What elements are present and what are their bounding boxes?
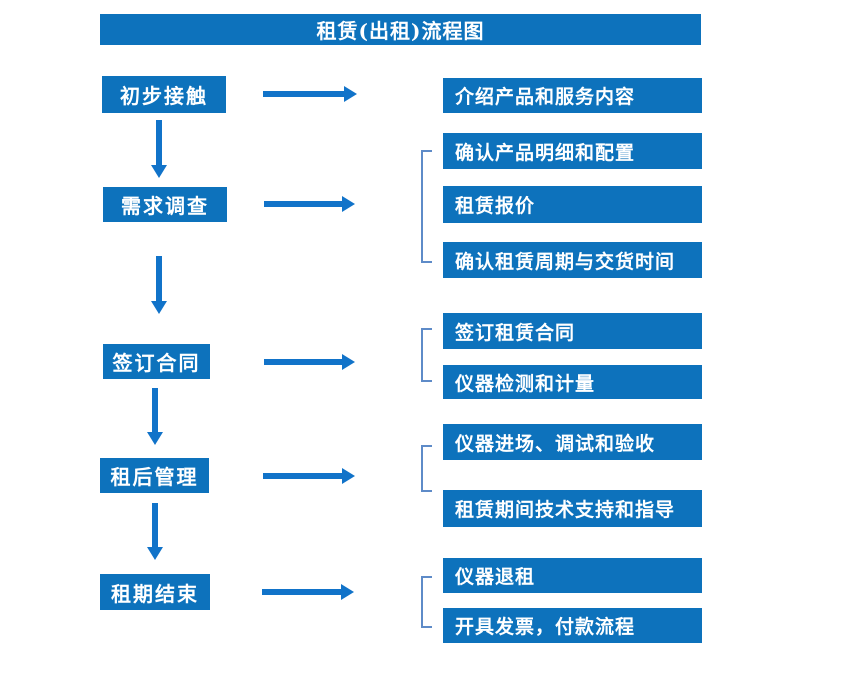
step-box-demand-survey: 需求调查 — [103, 187, 227, 222]
arrow-head-icon — [342, 196, 355, 212]
arrow-head-icon — [151, 165, 167, 178]
detail-box-instrument-test: 仪器检测和计量 — [443, 365, 702, 399]
arrow-shaft — [264, 359, 342, 365]
arrow-head-icon — [342, 354, 355, 370]
arrow-shaft — [152, 388, 158, 432]
detail-box-confirm-period: 确认租赁周期与交货时间 — [443, 242, 702, 278]
right-arrow-4 — [263, 468, 355, 484]
step-box-rental-end: 租期结束 — [100, 574, 210, 610]
arrow-head-icon — [147, 547, 163, 560]
arrow-head-icon — [151, 301, 167, 314]
group-bracket-sign-contract — [421, 328, 432, 382]
group-bracket-post-rental — [421, 445, 432, 492]
arrow-shaft — [264, 201, 342, 207]
detail-box-tech-support: 租赁期间技术支持和指导 — [443, 490, 702, 527]
detail-box-instrument-return: 仪器退租 — [443, 558, 702, 593]
detail-box-confirm-config: 确认产品明细和配置 — [443, 133, 702, 169]
arrow-head-icon — [147, 432, 163, 445]
flowchart-title: 租赁(出租)流程图 — [100, 14, 701, 45]
down-arrow-3 — [147, 388, 163, 445]
arrow-shaft — [156, 120, 162, 165]
right-arrow-3 — [264, 354, 355, 370]
detail-box-introduce-products: 介绍产品和服务内容 — [443, 78, 702, 113]
arrow-shaft — [152, 503, 158, 547]
group-bracket-rental-end — [421, 576, 432, 628]
arrow-head-icon — [342, 468, 355, 484]
step-box-sign-contract: 签订合同 — [103, 344, 210, 379]
step-box-post-rental-mgmt: 租后管理 — [100, 458, 209, 493]
right-arrow-2 — [264, 196, 355, 212]
arrow-shaft — [156, 256, 162, 301]
arrow-head-icon — [341, 584, 354, 600]
arrow-shaft — [263, 473, 342, 479]
arrow-head-icon — [344, 86, 357, 102]
down-arrow-4 — [147, 503, 163, 560]
detail-box-rental-quote: 租赁报价 — [443, 186, 702, 223]
right-arrow-5 — [262, 584, 354, 600]
detail-box-instrument-entry: 仪器进场、调试和验收 — [443, 424, 702, 460]
detail-box-sign-lease: 签订租赁合同 — [443, 313, 702, 349]
down-arrow-1 — [151, 120, 167, 178]
right-arrow-1 — [263, 86, 357, 102]
group-bracket-demand-survey — [421, 150, 432, 263]
arrow-shaft — [263, 91, 344, 97]
arrow-shaft — [262, 589, 341, 595]
step-box-initial-contact: 初步接触 — [102, 76, 226, 113]
down-arrow-2 — [151, 256, 167, 314]
detail-box-invoice-payment: 开具发票，付款流程 — [443, 608, 702, 643]
